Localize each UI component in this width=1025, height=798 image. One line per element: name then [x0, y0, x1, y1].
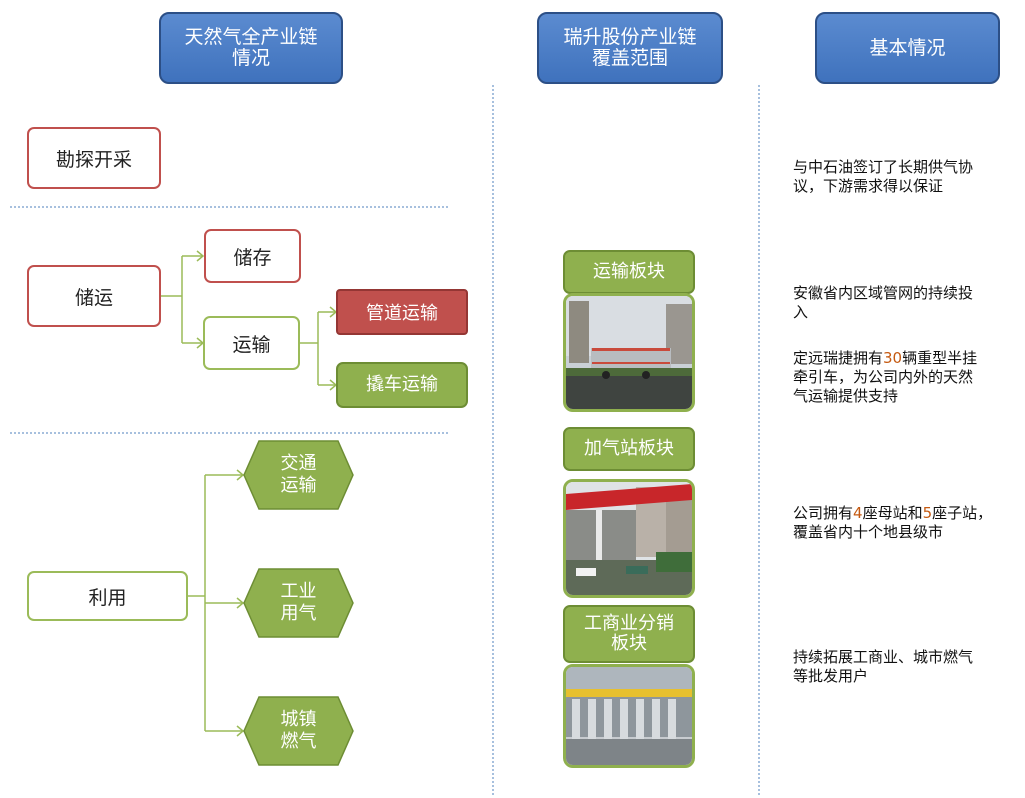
- hexagon-shape: [243, 696, 354, 766]
- header-basic-info-label: 基本情况: [869, 36, 946, 59]
- connector-storage-transport: [160, 250, 205, 349]
- note-stations-sub-count: 5: [922, 504, 933, 522]
- connector-transport: [300, 306, 338, 391]
- header-basic-info: 基本情况: [815, 12, 1000, 84]
- box-truck-transport-label: 撬车运输: [366, 374, 438, 395]
- box-storage-transport-label: 储运: [74, 286, 113, 309]
- segment-gas-station-label: 加气站板块: [584, 438, 674, 459]
- box-transport-label: 运输: [232, 333, 271, 356]
- note-wholesale-users-text: 持续拓展工商业、城市燃气 等批发用户: [793, 648, 974, 685]
- note-stations-text-c: 座子站， 覆盖省内十个地县级市: [793, 504, 993, 541]
- photo-gas-station: [563, 479, 695, 598]
- box-pipeline-transport: 管道运输: [336, 289, 468, 335]
- box-utilization: 利用: [27, 571, 188, 621]
- box-exploration-label: 勘探开采: [55, 148, 132, 171]
- hex-traffic-transport: 交通 运输: [243, 440, 354, 510]
- connector-utilization: [188, 469, 245, 737]
- hex-traffic-transport-label: 交通 运输: [280, 453, 317, 496]
- header-industry-chain-label: 天然气全产业链 情况: [184, 26, 318, 69]
- note-stations-mother-count: 4: [853, 504, 863, 522]
- box-exploration: 勘探开采: [27, 127, 161, 189]
- segment-transport: 运输板块: [563, 250, 695, 294]
- hexagon-shape: [243, 568, 354, 638]
- segment-distribution-label: 工商业分销 板块: [584, 613, 674, 654]
- note-supply-agreement: 与中石油签订了长期供气协 议，下游需求得以保证: [793, 139, 1023, 196]
- note-wholesale-users: 持续拓展工商业、城市燃气 等批发用户: [793, 629, 1023, 686]
- box-utilization-label: 利用: [88, 586, 127, 609]
- photo-tanker-trucks: [563, 293, 695, 412]
- box-storage-label: 储存: [233, 246, 272, 269]
- header-company-coverage: 瑞升股份产业链 覆盖范围: [537, 12, 723, 84]
- photo-distribution-facility: [563, 664, 695, 768]
- note-truck-fleet-text-a: 定远瑞捷拥有: [793, 349, 884, 367]
- note-truck-fleet: 定远瑞捷拥有30辆重型半挂 牵引车，为公司内外的天然 气运输提供支持: [793, 349, 1023, 406]
- box-storage: 储存: [204, 229, 301, 283]
- hex-industrial-gas-label: 工业 用气: [280, 581, 317, 624]
- hex-urban-gas-label: 城镇 燃气: [280, 709, 317, 752]
- hexagon-shape: [243, 440, 354, 510]
- segment-gas-station: 加气站板块: [563, 427, 695, 471]
- note-stations-text-a: 公司拥有: [793, 504, 854, 522]
- box-storage-transport: 储运: [27, 265, 161, 327]
- note-stations: 公司拥有4座母站和5座子站， 覆盖省内十个地县级市: [793, 504, 1025, 542]
- note-pipeline-investment-text: 安徽省内区域管网的持续投 入: [793, 284, 974, 321]
- box-pipeline-transport-label: 管道运输: [366, 303, 438, 324]
- note-pipeline-investment: 安徽省内区域管网的持续投 入: [793, 265, 1023, 322]
- hex-industrial-gas: 工业 用气: [243, 568, 354, 638]
- note-stations-text-b: 座母站和: [862, 504, 923, 522]
- box-transport: 运输: [203, 316, 300, 370]
- note-truck-fleet-count: 30: [883, 349, 903, 367]
- segment-transport-label: 运输板块: [593, 261, 665, 282]
- box-truck-transport: 撬车运输: [336, 362, 468, 408]
- header-company-coverage-label: 瑞升股份产业链 覆盖范围: [563, 26, 697, 69]
- segment-distribution: 工商业分销 板块: [563, 605, 695, 663]
- hex-urban-gas: 城镇 燃气: [243, 696, 354, 766]
- header-industry-chain: 天然气全产业链 情况: [159, 12, 343, 84]
- note-supply-agreement-text: 与中石油签订了长期供气协 议，下游需求得以保证: [793, 158, 974, 195]
- note-truck-fleet-text-b: 辆重型半挂 牵引车，为公司内外的天然 气运输提供支持: [793, 349, 978, 405]
